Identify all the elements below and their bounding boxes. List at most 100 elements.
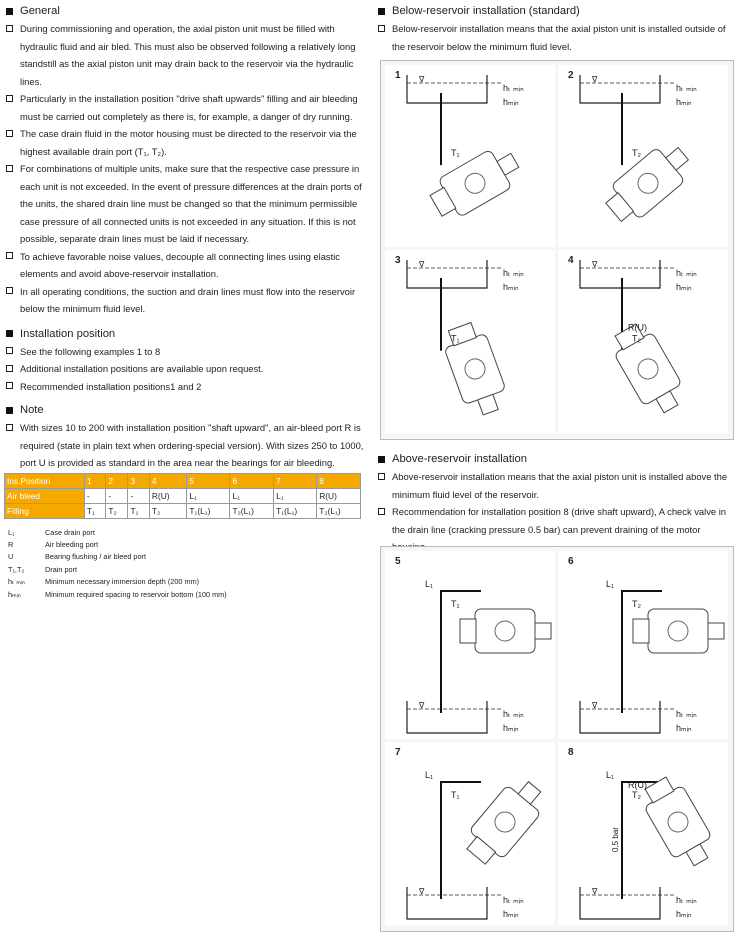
heading-square-icon: [6, 7, 13, 15]
table-cell: -: [105, 487, 129, 504]
bullet-item: Additional installation positions are av…: [4, 360, 366, 378]
table-cell: T₂: [105, 502, 129, 519]
bullet-text: Particularly in the installation positio…: [20, 93, 358, 122]
hmin-label: hₘᵢₙ: [503, 723, 519, 733]
drain-line: [440, 781, 481, 899]
bullet-item: Below-reservoir installation means that …: [376, 20, 738, 55]
table-cell: T₂: [148, 502, 188, 519]
below-reservoir-list: Below-reservoir installation means that …: [376, 20, 738, 55]
port-label: T₁: [451, 148, 460, 158]
ht-min-label: hₜ ₘᵢₙ: [503, 895, 524, 905]
fluid-level-symbol: ∇: [418, 75, 425, 84]
table-cell: T₁(L₁): [186, 502, 231, 519]
drain-line: [621, 781, 662, 899]
ht-min-label: hₜ ₘᵢₙ: [676, 83, 697, 93]
checkbox-square-icon: [6, 382, 13, 389]
bullet-item: During commissioning and operation, the …: [4, 20, 366, 90]
line-label: L₁: [606, 770, 614, 780]
note-list: With sizes 10 to 200 with installation p…: [4, 419, 366, 472]
ht-min-label: hₜ ₘᵢₙ: [676, 709, 697, 719]
table-header-cell: 5: [186, 472, 231, 489]
motor-housing: [459, 608, 552, 654]
ht-min-label: hₜ ₘᵢₙ: [503, 83, 524, 93]
legend-value: Bearing flushing / air bleed port: [45, 552, 147, 562]
table-cell: T₂(L₁): [229, 502, 275, 519]
note-heading: Note: [4, 401, 366, 419]
checkbox-square-icon: [378, 472, 385, 480]
table-header-cell: 3: [127, 472, 150, 489]
motor-housing: [614, 323, 681, 414]
hmin-label: hₘᵢₙ: [503, 282, 519, 292]
line-label: L₁: [425, 579, 433, 589]
motor-housing: [429, 150, 520, 217]
ht-min-label: hₜ ₘᵢₙ: [503, 709, 524, 719]
bullet-text: Additional installation positions are av…: [20, 363, 264, 374]
bullet-text: In all operating conditions, the suction…: [20, 285, 356, 315]
table-header-cell: Ins.Position: [4, 472, 85, 489]
air-bleed-label: R(U): [628, 323, 647, 333]
bullet-item: The case drain fluid in the motor housin…: [4, 125, 366, 160]
bullet-text: See the following examples 1 to 8: [20, 345, 161, 357]
right-column: Below-reservoir installation (standard) …: [376, 0, 738, 55]
reservoir-tank: [406, 887, 488, 920]
checkbox-square-icon: [6, 94, 13, 102]
figure-number: 6: [568, 556, 574, 567]
reservoir-tank: [579, 701, 661, 734]
table-cell: Air bleed: [4, 487, 85, 504]
figure-number: 2: [568, 70, 574, 81]
bullet-item: See the following examples 1 to 8: [4, 343, 366, 361]
checkbox-square-icon: [6, 129, 13, 137]
checkbox-square-icon: [6, 252, 13, 259]
fluid-level-symbol: ∇: [591, 701, 598, 710]
ht-min-label: hₜ ₘᵢₙ: [676, 895, 697, 905]
figure-number: 8: [568, 747, 574, 758]
table-cell: -: [83, 487, 107, 504]
heading-square-icon: [6, 406, 13, 414]
bullet-text: During commissioning and operation, the …: [20, 23, 356, 87]
drain-line: [621, 590, 662, 713]
reservoir-tank: [579, 75, 661, 104]
table-header-cell: 8: [316, 472, 361, 489]
heading-square-icon: [378, 455, 385, 463]
port-label: T₂: [632, 334, 641, 344]
bullet-text: To achieve favorable noise values, decou…: [20, 250, 340, 280]
above-section: Above-reservoir installation Above-reser…: [376, 448, 738, 556]
reservoir-tank: [406, 701, 488, 734]
drain-line: [440, 590, 481, 713]
installation-list: See the following examples 1 to 8 Additio…: [4, 343, 366, 396]
general-heading: General: [4, 2, 366, 20]
bullet-item: For combinations of multiple units, make…: [4, 160, 366, 248]
bullet-item: In all operating conditions, the suction…: [4, 283, 366, 318]
legend-value: Minimum necessary immersion depth (200 m…: [45, 577, 200, 587]
bullet-text: With sizes 10 to 200 with installation p…: [20, 422, 364, 468]
table-cell: T₁: [127, 502, 150, 519]
port-label: T₂: [632, 790, 641, 800]
port-label: T₁: [451, 790, 460, 800]
table-header-cell: 6: [229, 472, 275, 489]
legend-value: Drain port: [45, 564, 78, 574]
reservoir-tank: [579, 887, 661, 920]
table-cell: R(U): [148, 487, 188, 504]
port-label: T₁: [451, 599, 460, 609]
port-label: T₂: [632, 599, 641, 609]
left-column: General During commissioning and operati…: [4, 0, 366, 601]
table-cell: R(U): [316, 487, 361, 504]
motor-housing: [445, 321, 505, 416]
